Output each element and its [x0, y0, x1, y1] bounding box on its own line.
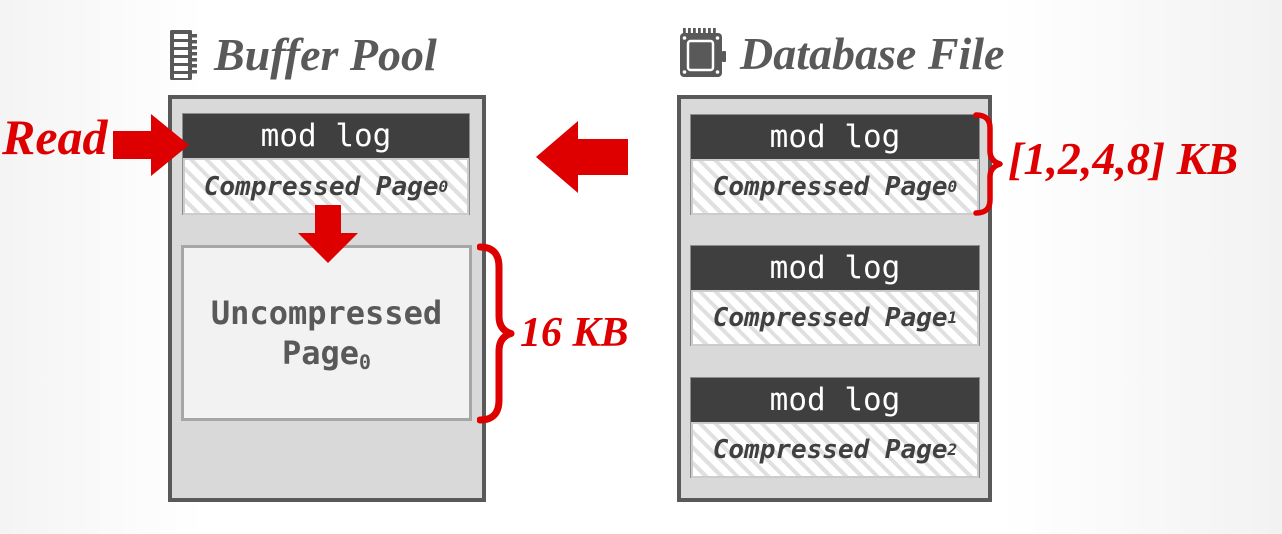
decompress-down-arrow-icon — [298, 205, 358, 263]
buffer-pool-title: Buffer Pool — [168, 28, 437, 82]
database-file-title-label: Database File — [740, 28, 1005, 79]
ssd-disk-icon — [680, 28, 726, 77]
mod-log-bar: mod log — [691, 115, 979, 159]
uncompressed-page: Uncompressed Page0 — [181, 245, 472, 421]
memory-ram-icon — [170, 30, 197, 80]
mod-log-bar: mod log — [691, 378, 979, 422]
read-label: Read — [2, 109, 108, 165]
mod-log-bar: mod log — [691, 246, 979, 290]
uncompressed-size-brace — [477, 243, 515, 424]
buffer-pool-title-label: Buffer Pool — [214, 29, 437, 80]
uncompressed-page-label: Uncompressed Page0 — [210, 294, 443, 374]
compressed-size-brace — [973, 112, 1003, 216]
compressed-page-label: Compressed Page — [203, 171, 439, 202]
uncompressed-page-subscript: 0 — [359, 350, 371, 374]
mod-log-bar: mod log — [183, 114, 469, 158]
compressed-size-label: [1,2,4,8] KB — [1008, 133, 1238, 184]
uncompressed-size-label: 16 KB — [520, 310, 629, 356]
database-file-title: Database File — [678, 28, 1004, 80]
read-right-arrow-icon — [113, 114, 189, 176]
transfer-left-arrow-icon — [536, 121, 628, 193]
